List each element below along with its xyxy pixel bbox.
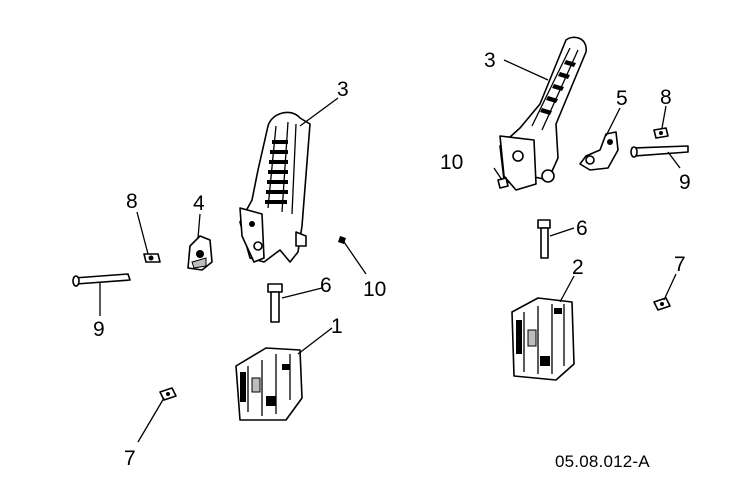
left-pin-part-9	[72, 273, 131, 287]
right-bolt-part-7	[653, 297, 671, 311]
left-bolt-part-7	[159, 387, 177, 401]
left-callout-6: 6	[320, 274, 332, 297]
right-clip-part-10	[497, 177, 509, 189]
left-callout-3: 3	[337, 78, 349, 101]
left-callout-4: 4	[193, 192, 205, 215]
left-callout-10: 10	[363, 278, 386, 301]
left-housing-part-1	[235, 347, 303, 421]
right-callout-9: 9	[679, 171, 691, 194]
left-callout-9: 9	[93, 318, 105, 341]
figure-reference-code: 05.08.012-A	[555, 452, 650, 471]
left-callout-8: 8	[126, 190, 138, 213]
right-pin-part-9	[630, 145, 689, 158]
right-lever-part-5	[579, 131, 619, 171]
right-pedal-arm-part-3	[499, 36, 587, 191]
right-bolt-part-6	[537, 219, 551, 259]
right-callout-10: 10	[440, 151, 463, 174]
left-screw-part-8	[143, 253, 161, 263]
left-callout-1: 1	[331, 315, 343, 338]
right-callout-3: 3	[484, 49, 496, 72]
left-bracket-part-4	[187, 235, 213, 271]
right-callout-5: 5	[616, 87, 628, 110]
left-leader-lines	[99, 97, 367, 443]
right-housing-part-2	[511, 297, 575, 381]
right-callout-7: 7	[674, 253, 686, 276]
right-callout-8: 8	[660, 86, 672, 109]
right-callout-2: 2	[572, 256, 584, 279]
right-callout-6: 6	[576, 217, 588, 240]
left-pedal-arm-part-3	[239, 111, 311, 263]
left-callout-7: 7	[124, 447, 136, 470]
left-bolt-part-6	[267, 283, 283, 323]
right-screw-part-8	[653, 127, 669, 139]
right-leader-lines	[493, 59, 681, 303]
